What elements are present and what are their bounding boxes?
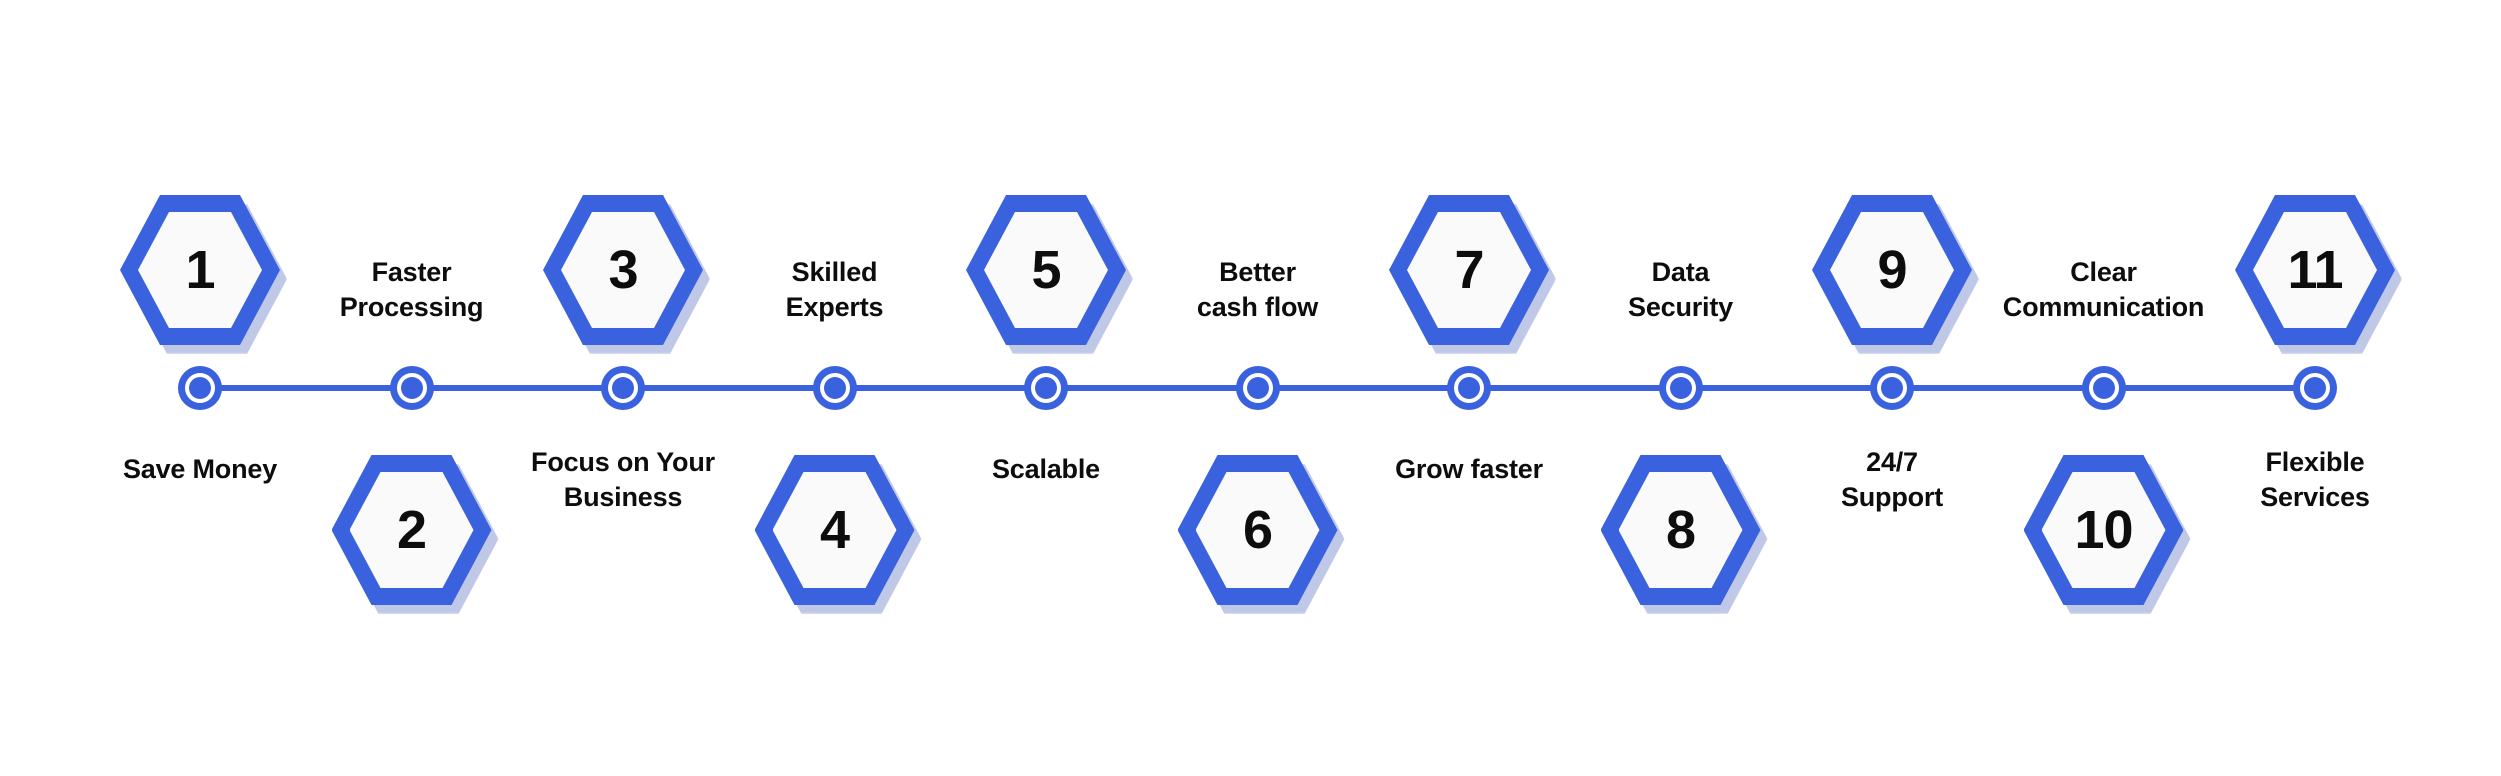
step-number: 11 [2287, 240, 2343, 300]
timeline-marker-7[interactable] [1447, 366, 1491, 410]
hexagon-fill: 3 [561, 212, 685, 328]
step-hexagon-2[interactable]: 2 [331, 455, 499, 614]
step-number: 2 [396, 500, 427, 560]
hexagon-fill: 11 [2253, 212, 2377, 328]
step-number: 8 [1665, 500, 1696, 560]
step-label-1: Save Money [122, 454, 278, 484]
timeline-marker-10[interactable] [2081, 366, 2126, 410]
step-number: 6 [1242, 500, 1273, 560]
hexagon-fill: 7 [1407, 212, 1531, 328]
timeline-marker-9[interactable] [1870, 366, 1914, 410]
step-label-10: Clear Communication [2002, 257, 2205, 322]
timeline-marker-3[interactable] [601, 366, 645, 410]
step-number: 4 [819, 500, 850, 560]
timeline-marker-5[interactable] [1024, 366, 1068, 410]
step-label-2: Faster Processing [339, 257, 484, 322]
step-number: 9 [1877, 240, 1907, 300]
step-hexagon-3[interactable]: 3 [543, 195, 710, 354]
step-hexagon-5[interactable]: 5 [966, 195, 1133, 354]
hexagon-fill: 6 [1195, 472, 1320, 588]
step-label-7: Grow faster [1395, 454, 1543, 484]
step-number: 1 [185, 240, 215, 300]
hexagon-fill: 1 [138, 212, 262, 328]
step-number: 5 [1031, 240, 1061, 300]
hexagon-fill: 2 [349, 472, 474, 588]
hexagon-border: 1 [120, 195, 280, 345]
step-number: 10 [2074, 500, 2133, 560]
timeline-marker-11[interactable] [2293, 366, 2337, 410]
timeline-marker-6[interactable] [1235, 366, 1280, 410]
step-label-11: Flexible Services [2260, 447, 2370, 512]
step-label-9: 24/7 Support [1840, 447, 1944, 512]
step-label-8: Data Security [1628, 257, 1733, 322]
step-hexagon-4[interactable]: 4 [754, 455, 922, 614]
hexagon-fill: 4 [772, 472, 897, 588]
step-label-6: Better cash flow [1196, 257, 1319, 322]
step-hexagon-11[interactable]: 11 [2235, 195, 2402, 354]
hexagon-fill: 5 [984, 212, 1108, 328]
step-hexagon-8[interactable]: 8 [1600, 455, 1768, 614]
step-label-4: Skilled Experts [785, 257, 884, 322]
timeline-marker-1[interactable] [178, 366, 222, 410]
step-hexagon-10[interactable]: 10 [2023, 455, 2191, 614]
step-hexagon-9[interactable]: 9 [1812, 195, 1979, 354]
timeline-marker-2[interactable] [389, 366, 434, 410]
hexagon-border: 11 [2235, 195, 2395, 345]
step-hexagon-6[interactable]: 6 [1177, 455, 1345, 614]
step-number: 7 [1454, 240, 1484, 300]
step-hexagon-7[interactable]: 7 [1389, 195, 1556, 354]
timeline-marker-4[interactable] [812, 366, 857, 410]
hexagon-fill: 9 [1830, 212, 1954, 328]
hexagon-border: 3 [543, 195, 703, 345]
step-number: 3 [608, 240, 638, 300]
step-label-5: Scalable [992, 454, 1100, 484]
step-hexagon-1[interactable]: 1 [120, 195, 287, 354]
hexagon-fill: 10 [2041, 472, 2166, 588]
step-label-3: Focus on Your Business [531, 447, 715, 512]
hexagon-border: 4 [754, 455, 915, 605]
hexagon-border: 10 [2023, 455, 2184, 605]
timeline-marker-8[interactable] [1658, 366, 1703, 410]
hexagon-fill: 8 [1618, 472, 1743, 588]
